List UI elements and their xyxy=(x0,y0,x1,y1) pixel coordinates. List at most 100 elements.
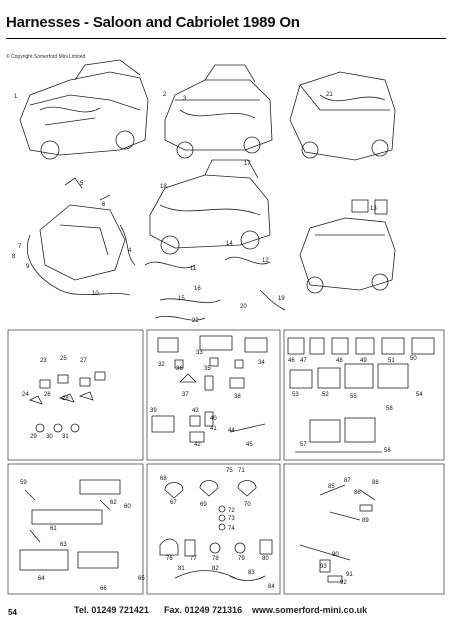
callout-74: 74 xyxy=(228,526,235,532)
callout-88: 88 xyxy=(372,480,379,486)
car-illustration-dash xyxy=(164,64,273,159)
relay-switch-parts xyxy=(151,335,268,443)
callout-2: 2 xyxy=(163,92,167,98)
callout-43: 43 xyxy=(192,408,199,414)
callout-18: 18 xyxy=(160,184,167,190)
callout-50: 50 xyxy=(410,356,417,362)
callout-35: 35 xyxy=(204,366,211,372)
callout-16: 16 xyxy=(194,286,201,292)
callout-92: 92 xyxy=(340,580,347,586)
callout-4: 4 xyxy=(128,248,132,254)
callout-39: 39 xyxy=(150,408,157,414)
copyright-notice: © Copyright Somerford Mini Limited xyxy=(6,54,86,60)
wire-11 xyxy=(144,261,196,269)
callout-31: 31 xyxy=(62,434,69,440)
callout-57: 57 xyxy=(300,442,307,448)
callout-11: 11 xyxy=(190,266,197,272)
wire-15 xyxy=(154,316,206,321)
car-illustration-rear-harness xyxy=(289,71,396,161)
callout-48: 48 xyxy=(336,358,343,364)
callout-80: 80 xyxy=(262,556,269,562)
panel-clips-grommets xyxy=(146,463,281,595)
callout-44: 44 xyxy=(228,428,235,434)
bulb-holder-parts xyxy=(28,371,106,433)
callout-62: 62 xyxy=(110,500,117,506)
panel-connectors xyxy=(283,463,445,595)
callout-66: 66 xyxy=(100,586,107,592)
wire-19 xyxy=(259,289,286,311)
callout-75: 75 xyxy=(226,468,233,474)
callout-24: 24 xyxy=(22,392,29,398)
callout-68: 68 xyxy=(160,476,167,482)
panel-fuse-boxes xyxy=(7,463,144,595)
callout-28: 28 xyxy=(62,396,69,402)
callout-64: 64 xyxy=(38,576,45,582)
callout-40: 40 xyxy=(210,416,217,422)
callout-55: 55 xyxy=(350,394,357,400)
callout-71: 71 xyxy=(238,468,245,474)
panel-relays-switches xyxy=(146,329,281,461)
callout-73: 73 xyxy=(228,516,235,522)
callout-65: 65 xyxy=(138,576,145,582)
callout-5: 5 xyxy=(80,181,84,187)
callout-42: 42 xyxy=(194,442,201,448)
callout-53: 53 xyxy=(292,392,299,398)
callout-89: 89 xyxy=(362,518,369,524)
connector-22b xyxy=(374,199,388,215)
callout-51: 51 xyxy=(388,358,395,364)
callout-79: 79 xyxy=(238,556,245,562)
callout-67: 67 xyxy=(170,500,177,506)
callout-56: 56 xyxy=(384,448,391,454)
callout-25: 25 xyxy=(60,356,67,362)
callout-45: 45 xyxy=(246,442,253,448)
callout-17: 17 xyxy=(244,161,251,167)
footer-telephone: Tel. 01249 721421 xyxy=(74,605,149,615)
callout-23: 23 xyxy=(40,358,47,364)
callout-59: 59 xyxy=(20,480,27,486)
wire-16 xyxy=(159,298,221,304)
callout-19: 19 xyxy=(278,296,285,302)
callout-85: 85 xyxy=(328,484,335,490)
callout-26: 26 xyxy=(44,392,51,398)
callout-labels: 1 2 3 21 5 6 4 9 8 7 10 11 12 13 14 15 1… xyxy=(12,92,423,592)
callout-36: 36 xyxy=(176,366,183,372)
callout-9: 9 xyxy=(26,264,30,270)
callout-47: 47 xyxy=(300,358,307,364)
callout-54: 54 xyxy=(416,392,423,398)
callout-29: 29 xyxy=(30,434,37,440)
callout-63: 63 xyxy=(60,542,67,548)
footer-fax: Fax. 01249 721316 xyxy=(164,605,243,615)
callout-52: 52 xyxy=(322,392,329,398)
callout-86: 86 xyxy=(354,490,361,496)
page-title: Harnesses - Saloon and Cabriolet 1989 On xyxy=(6,14,300,31)
connector-22 xyxy=(351,199,369,213)
callout-22: 22 xyxy=(192,318,199,324)
callout-60: 60 xyxy=(124,504,131,510)
callout-38: 38 xyxy=(234,394,241,400)
callout-49: 49 xyxy=(360,358,367,364)
car-illustration-cabriolet xyxy=(299,217,396,294)
callout-10: 10 xyxy=(92,291,99,297)
multiplug-parts xyxy=(287,337,435,453)
car-illustration-engine-bay xyxy=(19,59,149,160)
page-number: 54 xyxy=(8,608,17,617)
callout-37: 37 xyxy=(182,392,189,398)
callout-91: 91 xyxy=(346,572,353,578)
callout-58: 58 xyxy=(386,406,393,412)
callout-82: 82 xyxy=(212,566,219,572)
callout-13: 13 xyxy=(370,206,377,212)
callout-8: 8 xyxy=(12,254,16,260)
connector-parts xyxy=(299,484,376,583)
panel-multiplugs xyxy=(283,329,445,461)
callout-20: 20 xyxy=(240,304,247,310)
car-illustration-main-loom xyxy=(149,159,271,255)
title-rule xyxy=(6,38,446,39)
footer-website: www.somerford-mini.co.uk xyxy=(252,605,368,615)
callout-76: 76 xyxy=(166,556,173,562)
callout-27: 27 xyxy=(80,358,87,364)
wire-12 xyxy=(224,256,271,265)
callout-46: 46 xyxy=(288,358,295,364)
callout-87: 87 xyxy=(344,478,351,484)
callout-78: 78 xyxy=(212,556,219,562)
